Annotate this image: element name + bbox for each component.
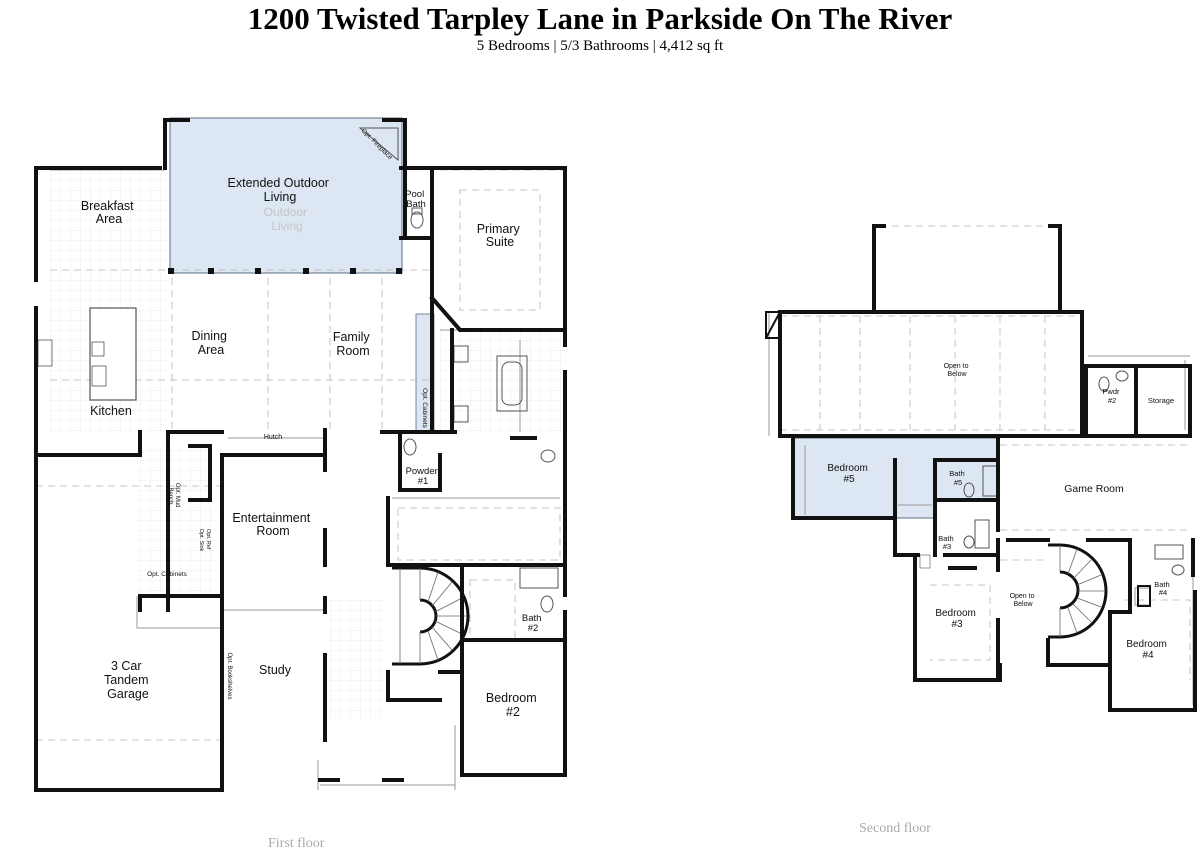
garage-label: 3 Car Tandem Garage	[104, 659, 152, 701]
bedroom-2-label: Bedroom #2	[486, 691, 540, 719]
storage-label: Storage	[1148, 396, 1174, 405]
powder-1-label: Powder #1	[406, 466, 441, 487]
opt-cabinets-family-label: Opt. Cabinets	[421, 388, 428, 428]
opt-cabinets-utility-label: Opt. Cabinets	[147, 571, 187, 578]
kitchen-island	[89, 307, 137, 401]
bath-2-label: Bath #2	[522, 613, 544, 634]
hutch-label: Hutch	[264, 434, 282, 441]
primary-suite-label: Primary Suite	[477, 222, 524, 249]
second-floor-stair	[1048, 543, 1108, 639]
opt-mud-bench-label: Opt. Mud Bench	[167, 483, 180, 509]
breakfast-area-label: Breakfast Area	[81, 199, 137, 226]
opt-ref-sink-label: Opt. Ref Opt. Sink	[198, 529, 211, 552]
extended-outdoor-living-label: Extended Outdoor Living	[228, 176, 333, 204]
study-label: Study	[259, 663, 292, 677]
game-room-label: Game Room	[1064, 483, 1124, 495]
bedroom-4-label: Bedroom #4	[1126, 639, 1169, 661]
open-to-below-top-label: Open to Below	[944, 363, 971, 378]
bath-4-label: Bath #4	[1154, 580, 1172, 597]
open-to-below-stairs-label: Open to Below	[1010, 593, 1037, 608]
bath-3-label: Bath #3	[938, 534, 956, 551]
kitchen-label: Kitchen	[90, 404, 132, 418]
primary-tub	[496, 355, 528, 412]
first-floor-caption: First floor	[268, 836, 325, 851]
pwdr-2-label: Pwdr #2	[1102, 387, 1121, 405]
bath-5-label: Bath #5	[949, 469, 967, 487]
second-floor-plan: Open to Below Pwdr #2 Storage Bedroom #5…	[765, 224, 1197, 712]
extended-outdoor-living-area[interactable]	[169, 117, 403, 274]
bedroom-3-label: Bedroom #3	[935, 608, 978, 630]
first-floor-stair	[392, 566, 470, 666]
entertainment-room-label: Entertainment Room	[232, 511, 313, 538]
dining-area-label: Dining Area	[192, 329, 231, 357]
entry-tile	[330, 598, 385, 718]
outdoor-living-ghost-label: Outdoor Living	[264, 205, 311, 233]
family-room-label: Family Room	[333, 330, 373, 358]
page-subtitle: 5 Bedrooms | 5/3 Bathrooms | 4,412 sq ft	[476, 38, 724, 54]
second-floor-caption: Second floor	[859, 821, 931, 836]
page-title: 1200 Twisted Tarpley Lane in Parkside On…	[247, 1, 953, 36]
opt-bookshelves-label: Opt. Bookshelves	[226, 652, 232, 699]
pool-bath-label: Pool Bath	[405, 189, 427, 210]
first-floor-plan: Extended Outdoor Living Outdoor Living O…	[34, 117, 567, 792]
bedroom-5-label: Bedroom #5	[827, 463, 870, 485]
